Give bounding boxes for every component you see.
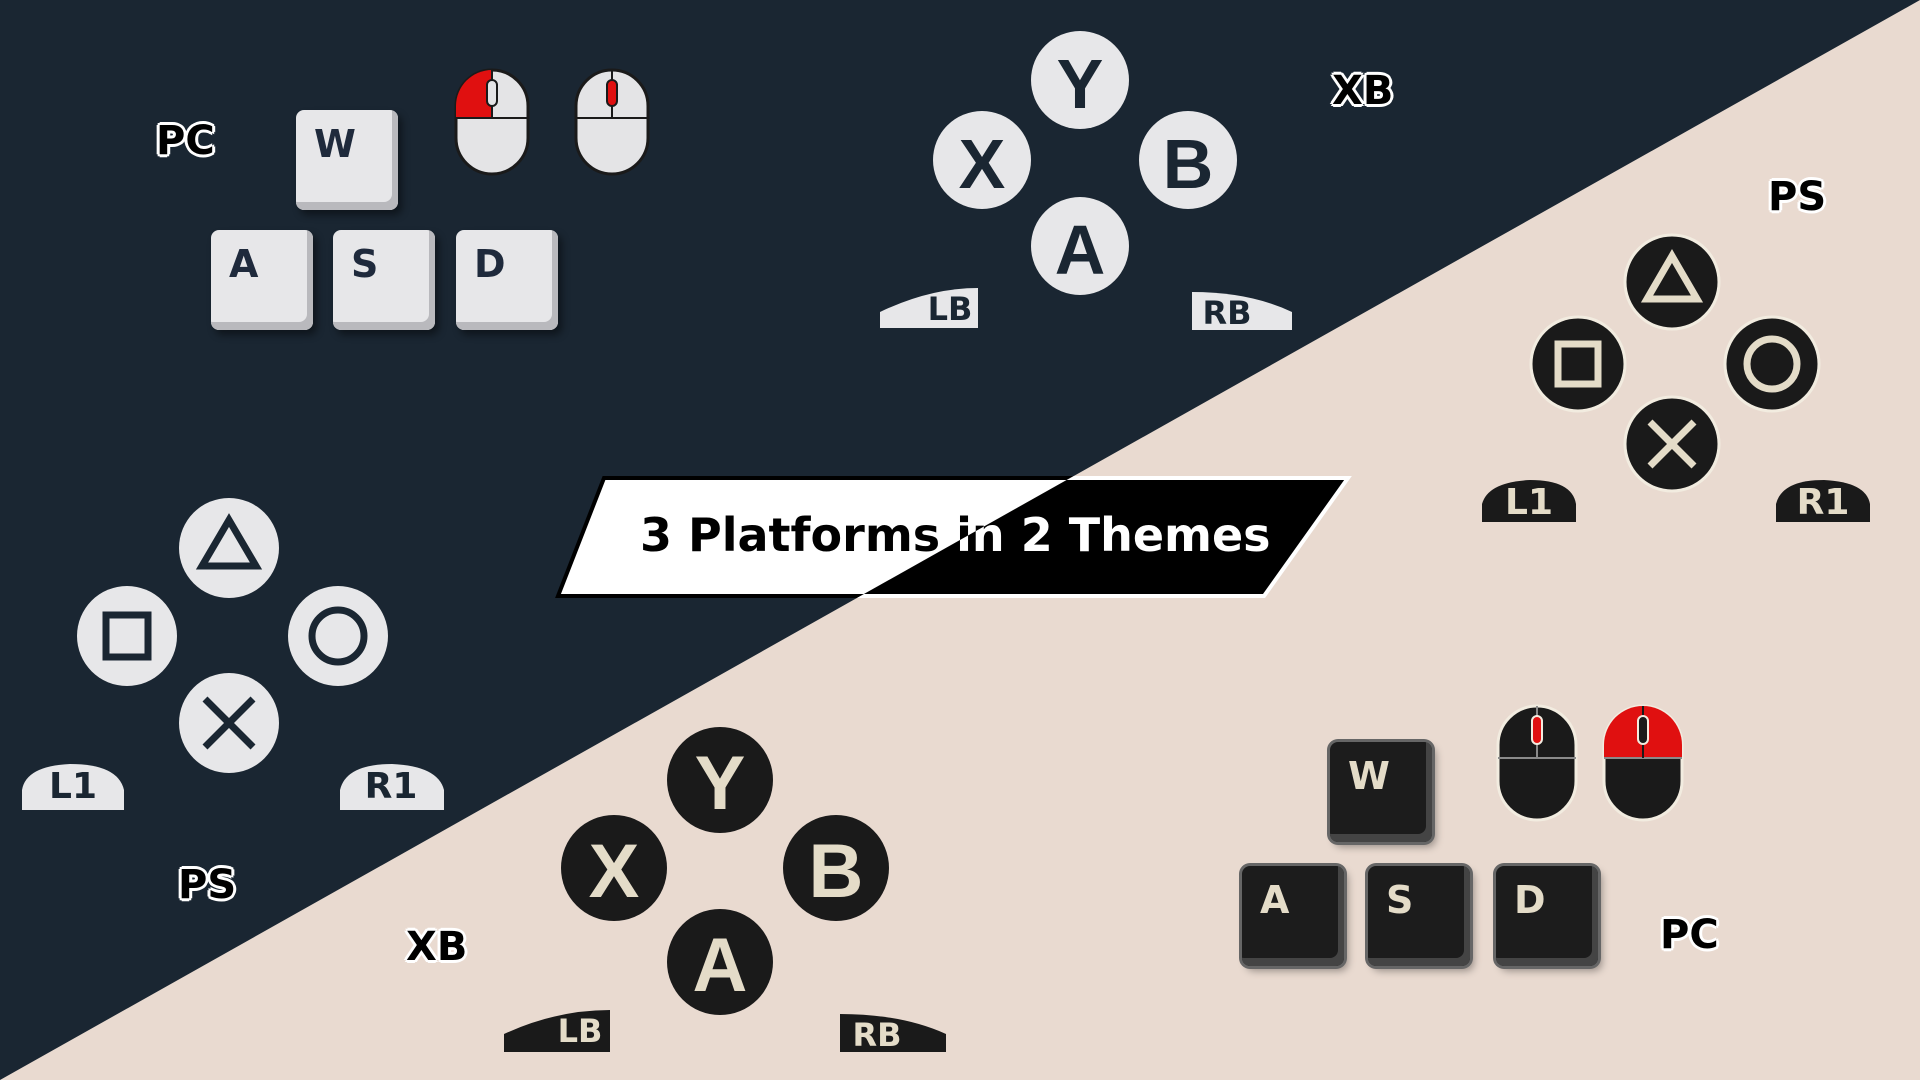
dark-ps-cross-button[interactable] [179,673,279,773]
light-xb-x-button[interactable] [561,815,667,921]
light-key-w[interactable]: W [1330,742,1432,842]
key-label: A [1260,878,1290,922]
light-xb-b-button[interactable] [783,815,889,921]
light-xb-y-button[interactable] [667,727,773,833]
dark-xb-label: XB [1332,68,1394,114]
light-ps-l1-label: L1 [1505,482,1553,523]
dark-xb-b-label: B [1162,125,1214,203]
dark-xb-rb-label: RB [1202,294,1252,332]
dark-xb-x-button[interactable] [933,111,1031,209]
light-ps-r1-label: R1 [1796,482,1850,523]
light-xb-y-label: Y [694,741,746,826]
key-label: D [474,242,506,286]
key-label: D [1514,878,1546,922]
light-xb-x-label: X [588,829,640,914]
light-key-a[interactable]: A [1242,866,1344,966]
dark-ps-r1-label: R1 [364,766,418,807]
scroll-wheel-mouse-icon[interactable] [1496,704,1578,822]
dark-ps-r1-bumper[interactable] [340,764,444,810]
light-ps-cross-button[interactable] [1623,395,1721,493]
dark-xb-rb-bumper[interactable] [1192,292,1292,330]
light-xb-rb-label: RB [852,1016,902,1054]
dark-xb-x-label: X [958,125,1006,203]
light-ps-square-button[interactable] [1529,315,1627,413]
dark-xb-lb-bumper[interactable] [880,288,978,328]
light-xb-a-button[interactable] [667,909,773,1015]
square-icon [102,611,152,661]
dark-key-d[interactable]: D [456,230,558,330]
dark-pc-label: PC [156,118,215,164]
light-xb-rb-bumper[interactable] [840,1014,946,1052]
light-ps-label: PS [1768,174,1827,220]
dark-ps-triangle-button[interactable] [179,498,279,598]
light-ps-triangle-button[interactable] [1623,233,1721,331]
dark-ps-l1-label: L1 [49,766,97,807]
dark-ps-square-button[interactable] [77,586,177,686]
circle-icon [308,606,368,666]
dark-key-w[interactable]: W [296,110,398,210]
light-key-s[interactable]: S [1368,866,1470,966]
circle-icon [1743,335,1801,393]
triangle-icon [1640,249,1704,303]
key-label: S [351,242,379,286]
dark-ps-circle-button[interactable] [288,586,388,686]
dark-xb-y-label: Y [1056,45,1104,123]
triangle-icon [195,513,263,570]
light-xb-a-label: A [692,923,748,1008]
light-ps-r1-bumper[interactable] [1776,480,1870,522]
key-label: S [1386,878,1414,922]
dark-ps-l1-bumper[interactable] [22,764,124,810]
light-xb-lb-bumper[interactable] [504,1010,610,1052]
light-xb-label: XB [406,924,468,970]
light-xb-lb-label: LB [557,1012,603,1050]
dark-xb-a-label: A [1054,211,1106,289]
light-key-d[interactable]: D [1496,866,1598,966]
dark-xb-y-button[interactable] [1031,31,1129,129]
left-click-mouse-icon[interactable] [454,68,530,176]
dark-key-s[interactable]: S [333,230,435,330]
dark-xb-lb-label: LB [927,290,973,328]
key-label: W [1348,754,1390,798]
dark-xb-a-button[interactable] [1031,197,1129,295]
key-label: A [229,242,259,286]
light-ps-l1-bumper[interactable] [1482,480,1576,522]
dark-xb-b-button[interactable] [1139,111,1237,209]
key-label: W [314,122,356,166]
light-pc-label: PC [1660,912,1719,958]
light-xb-b-label: B [808,829,864,914]
square-icon [1554,340,1602,388]
dark-key-a[interactable]: A [211,230,313,330]
scroll-wheel-mouse-icon[interactable] [574,68,650,176]
dark-ps-label: PS [178,862,237,908]
right-click-mouse-icon[interactable] [1602,704,1684,822]
light-ps-circle-button[interactable] [1723,315,1821,413]
